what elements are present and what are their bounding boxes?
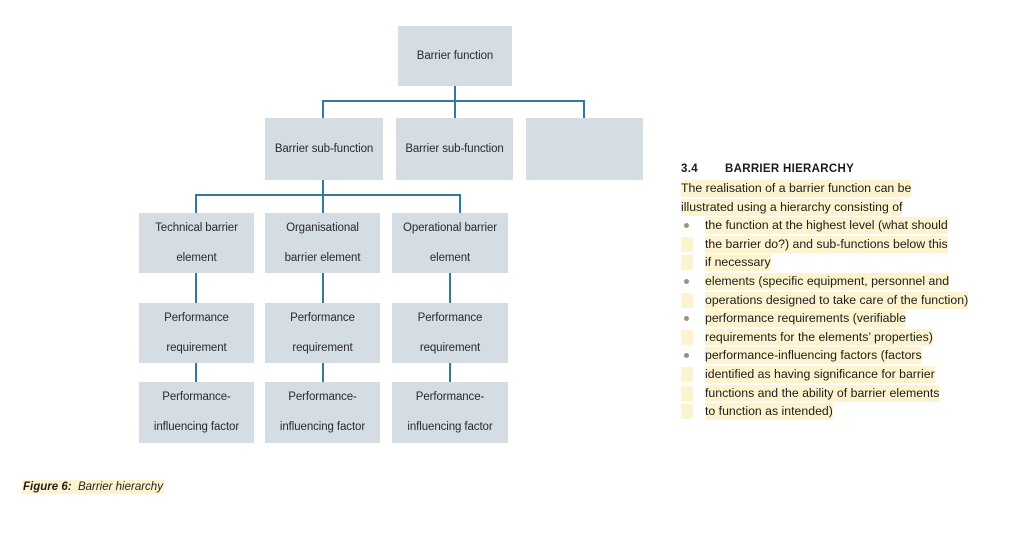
node-performance-influencing-factor-1: Performance-influencing factor bbox=[139, 382, 254, 443]
section-text-column: 3.4 BARRIER HIERARCHY The realisation of… bbox=[681, 163, 1011, 421]
node-barrier-sub-function-2: Barrier sub-function bbox=[396, 118, 513, 180]
node-label: Performance-influencing factor bbox=[279, 391, 366, 433]
bullet-icon bbox=[684, 316, 689, 322]
figure-caption-label: Figure 6: bbox=[23, 481, 72, 493]
connector-level3-bus bbox=[195, 194, 461, 196]
bullet-indent-highlight bbox=[681, 385, 693, 401]
body-text: The realisation of a barrier function ca… bbox=[681, 180, 912, 197]
section-title: BARRIER HIERARCHY bbox=[725, 163, 855, 175]
connector-level2-bus bbox=[322, 100, 584, 102]
bullet-continuation-line: functions and the ability of barrier ele… bbox=[681, 384, 1011, 403]
bullet-indent-highlight bbox=[681, 329, 693, 345]
node-performance-influencing-factor-3: Performance-influencing factor bbox=[392, 382, 508, 443]
connector-requirement-3-down bbox=[449, 363, 451, 382]
body-text: performance-influencing factors (factors bbox=[705, 347, 922, 365]
figure-caption-title: Barrier hierarchy bbox=[77, 481, 163, 493]
connector-element-3-up bbox=[459, 194, 461, 213]
node-barrier-function: Barrier function bbox=[398, 26, 512, 86]
node-barrier-sub-function-3-empty bbox=[526, 118, 643, 180]
body-text: the barrier do?) and sub-functions below… bbox=[705, 235, 948, 253]
section-heading: 3.4 BARRIER HIERARCHY bbox=[681, 163, 1011, 175]
connector-subfunction-1-down bbox=[322, 180, 324, 195]
bullet-list-item: performance requirements (verifiable bbox=[681, 309, 1011, 328]
body-paragraph-line: The realisation of a barrier function ca… bbox=[681, 179, 1011, 198]
body-text: to function as intended) bbox=[705, 403, 833, 421]
connector-element-3-down bbox=[449, 273, 451, 303]
connector-subfunction-3-up bbox=[583, 100, 585, 118]
body-text: operations designed to take care of the … bbox=[705, 291, 969, 309]
bullet-list-item: performance-influencing factors (factors bbox=[681, 346, 1011, 365]
connector-element-1-down bbox=[195, 273, 197, 303]
body-text: requirements for the elements’ propertie… bbox=[705, 328, 933, 346]
bullet-icon bbox=[684, 353, 689, 359]
section-number: 3.4 bbox=[681, 163, 698, 175]
section-body: The realisation of a barrier function ca… bbox=[681, 179, 1011, 421]
node-label: Performance-influencing factor bbox=[407, 391, 493, 433]
connector-element-1-up bbox=[195, 194, 197, 213]
bullet-indent-highlight bbox=[681, 255, 693, 271]
bullet-continuation-line: identified as having significance for ba… bbox=[681, 365, 1011, 384]
body-text: the function at the highest level (what … bbox=[705, 217, 948, 235]
node-label: Barrier sub-function bbox=[405, 142, 504, 155]
body-text: elements (specific equipment, personnel … bbox=[705, 272, 950, 290]
node-performance-influencing-factor-2: Performance-influencing factor bbox=[265, 382, 380, 443]
node-barrier-sub-function-1: Barrier sub-function bbox=[265, 118, 383, 180]
connector-requirement-2-down bbox=[322, 363, 324, 382]
body-text: if necessary bbox=[705, 254, 771, 272]
bullet-continuation-line: requirements for the elements’ propertie… bbox=[681, 328, 1011, 347]
bullet-indent-highlight bbox=[681, 292, 693, 308]
figure-caption: Figure 6: Barrier hierarchy bbox=[22, 479, 164, 495]
body-paragraph-line: illustrated using a hierarchy consisting… bbox=[681, 198, 1011, 217]
bullet-indent-highlight bbox=[681, 366, 693, 382]
bullet-icon bbox=[684, 278, 689, 284]
bullet-icon bbox=[684, 223, 689, 229]
figure-barrier-hierarchy: Barrier function Barrier sub-function Ba… bbox=[22, 26, 643, 495]
body-text: identified as having significance for ba… bbox=[705, 365, 935, 383]
connector-element-2-up bbox=[322, 194, 324, 213]
node-label: Barrier function bbox=[416, 49, 494, 62]
bullet-continuation-line: to function as intended) bbox=[681, 402, 1011, 421]
bullet-continuation-line: if necessary bbox=[681, 253, 1011, 272]
connector-element-2-down bbox=[322, 273, 324, 303]
figure-caption-highlight: Figure 6: Barrier hierarchy bbox=[22, 480, 164, 494]
node-label: Barrier sub-function bbox=[274, 142, 374, 155]
bullet-list-item: the function at the highest level (what … bbox=[681, 216, 1011, 235]
body-text: functions and the ability of barrier ele… bbox=[705, 384, 940, 402]
bullet-continuation-line: operations designed to take care of the … bbox=[681, 291, 1011, 310]
connector-subfunction-2-up bbox=[454, 100, 456, 118]
node-label: Performance-influencing factor bbox=[153, 391, 240, 433]
bullet-indent-highlight bbox=[681, 404, 693, 420]
bullet-continuation-line: the barrier do?) and sub-functions below… bbox=[681, 235, 1011, 254]
body-text: illustrated using a hierarchy consisting… bbox=[681, 198, 903, 216]
connector-function-down bbox=[454, 86, 456, 101]
connector-requirement-1-down bbox=[195, 363, 197, 382]
bullet-indent-highlight bbox=[681, 236, 693, 252]
connector-subfunction-1-up bbox=[322, 100, 324, 118]
body-text: performance requirements (verifiable bbox=[705, 310, 906, 328]
bullet-list-item: elements (specific equipment, personnel … bbox=[681, 272, 1011, 291]
